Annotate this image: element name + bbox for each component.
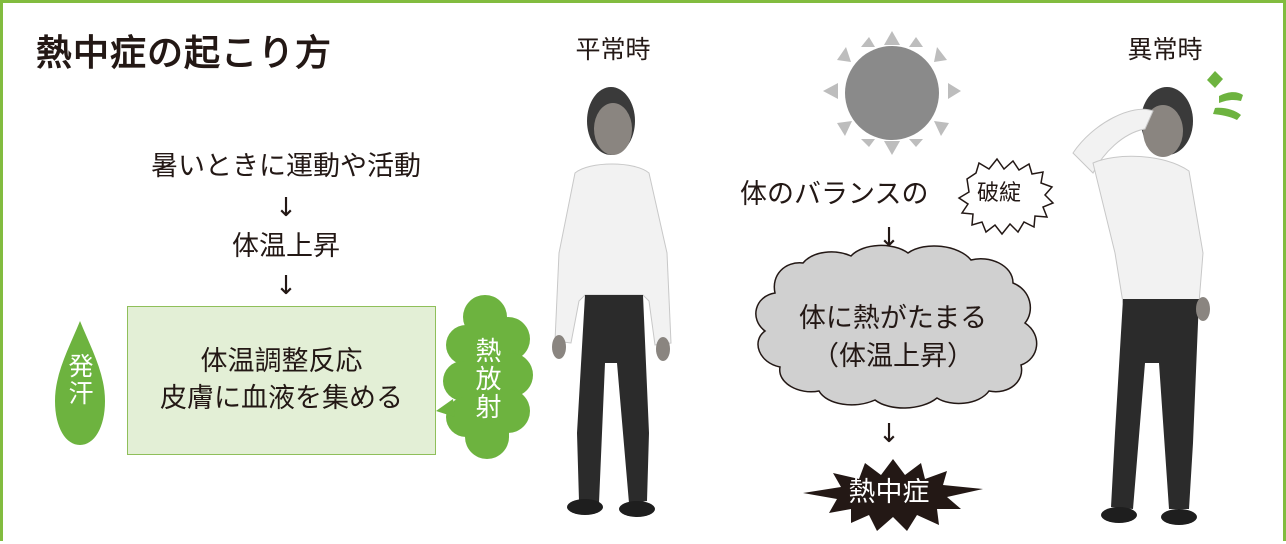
step-hot-activity: 暑いときに運動や活動 — [151, 151, 421, 182]
heat-stroke-burst — [803, 459, 983, 531]
cloud-line-2: （体温上昇） — [812, 341, 974, 372]
person-normal-image — [552, 87, 672, 517]
label-normal: 平常時 — [575, 35, 651, 64]
breakdown-label: 破綻 — [977, 181, 1022, 206]
person-abnormal-image — [1072, 87, 1210, 525]
breakdown-burst — [957, 157, 1055, 236]
distress-marks — [1207, 71, 1243, 120]
graphics-layer — [55, 31, 1243, 531]
sweat-drop-icon — [55, 321, 105, 445]
arrow-down-1: ↓ — [275, 193, 297, 223]
sun-icon — [845, 46, 939, 140]
step-temp-rise: 体温上昇 — [232, 231, 340, 262]
heat-cloud — [755, 244, 1038, 409]
heat-stroke-label: 熱中症 — [848, 477, 930, 508]
sun-rays — [823, 31, 961, 155]
thermoregulation-box: 体温調整反応 皮膚に血液を集める — [127, 306, 436, 455]
balance-text: 体のバランスの — [740, 179, 929, 210]
radiation-label: 熱放射 — [471, 337, 501, 421]
label-abnormal: 異常時 — [1127, 35, 1203, 64]
cloud-line-1: 体に熱がたまる — [798, 303, 988, 334]
sweat-label: 発汗 — [65, 353, 94, 407]
box-line-1: 体温調整反応 — [200, 346, 363, 378]
arrow-down-2: ↓ — [275, 271, 297, 301]
heat-radiation-bubble — [436, 295, 533, 459]
box-line-2: 皮膚に血液を集める — [160, 382, 403, 414]
arrow-down-4: ↓ — [878, 419, 900, 449]
arrow-down-3: ↓ — [878, 223, 900, 253]
diagram-title: 熱中症の起こり方 — [36, 33, 333, 74]
